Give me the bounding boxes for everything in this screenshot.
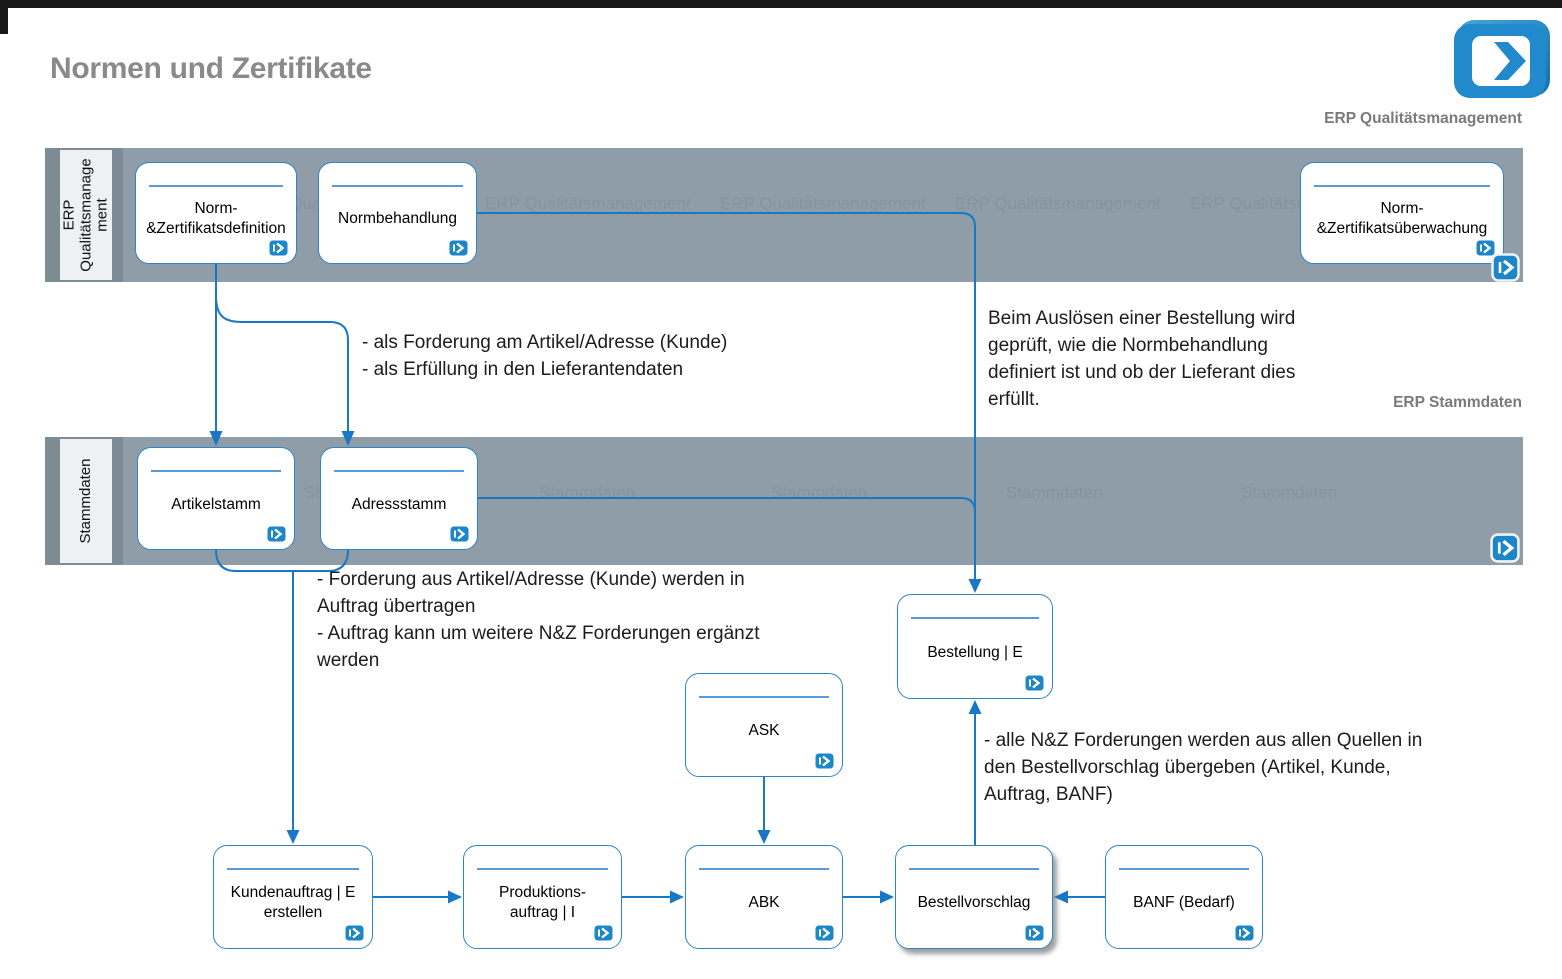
lane-label-erp-qualitaetsmanagement: ERP Qualitätsmanage ment (60, 158, 111, 272)
lane-forward-chevron-icon[interactable] (1490, 533, 1520, 563)
forward-chevron-icon[interactable] (449, 525, 470, 543)
lane-watermark: ERP Qualitätsmanagement (720, 194, 926, 213)
lane-watermark: ERP Qualitätsmanagement (485, 194, 691, 213)
note-bestellvorschlag-quellen: - alle N&Z Forderungen werden aus allen … (984, 730, 1423, 805)
forward-chevron-icon[interactable] (814, 752, 835, 770)
note-auftrag-uebertragung: - Forderung aus Artikel/Adresse (Kunde) … (317, 569, 760, 671)
node-adressstamm[interactable]: Adressstamm (320, 447, 478, 550)
lane-forward-chevron-icon[interactable] (1491, 253, 1520, 282)
app-logo-forward-chevron-icon (1454, 20, 1550, 98)
node-label: Norm-&Zertifikatsdefinition (146, 200, 286, 237)
forward-chevron-icon[interactable] (1024, 674, 1045, 692)
node-banf-bedarf[interactable]: BANF (Bedarf) (1105, 845, 1263, 949)
node-artikelstamm[interactable]: Artikelstamm (137, 447, 295, 550)
note-bestellung-pruefung: Beim Auslösen einer Bestellung wird gepr… (988, 308, 1296, 410)
top-border-bar (0, 0, 1562, 8)
lane-watermark: Stammdaten (771, 483, 868, 502)
node-label: Produktions-auftrag | I (498, 884, 586, 921)
node-label: Artikelstamm (171, 495, 261, 513)
node-produktionsauftrag[interactable]: Produktions-auftrag | I (463, 845, 622, 949)
node-label: ASK (748, 722, 780, 739)
forward-chevron-icon[interactable] (1234, 924, 1255, 942)
corner-label-erp-stammdaten: ERP Stammdaten (1393, 394, 1522, 411)
forward-chevron-icon[interactable] (1475, 239, 1496, 257)
node-bestellvorschlag[interactable]: Bestellvorschlag (895, 845, 1053, 949)
lane-label-cell: Stammdaten (60, 439, 112, 563)
node-label: BANF (Bedarf) (1133, 894, 1235, 911)
forward-chevron-icon[interactable] (266, 525, 287, 543)
lane-watermark: Stammdaten (1241, 483, 1338, 502)
lane-label-cell: ERP Qualitätsmanage ment (60, 150, 112, 280)
node-normbehandlung[interactable]: Normbehandlung (318, 162, 477, 264)
forward-chevron-icon[interactable] (593, 924, 614, 942)
lane-label-stammdaten: Stammdaten (76, 458, 94, 544)
forward-chevron-icon[interactable] (448, 239, 469, 257)
node-label: Adressstamm (351, 495, 447, 513)
node-label: Norm-&Zertifikatsüberwachung (1316, 200, 1488, 237)
left-border-bar (0, 0, 8, 34)
corner-label-erp-qualitaetsmanagement: ERP Qualitätsmanagement (1324, 110, 1522, 127)
lane-watermark: Stammdaten (1006, 483, 1103, 502)
forward-chevron-icon[interactable] (814, 924, 835, 942)
node-norm-zertifikatsdefinition[interactable]: Norm-&Zertifikatsdefinition (135, 162, 297, 264)
node-ask[interactable]: ASK (685, 673, 843, 777)
node-label: Bestellvorschlag (917, 894, 1031, 911)
node-bestellung[interactable]: Bestellung | E (897, 594, 1053, 699)
note-forderung-erfuellung: - als Forderung am Artikel/Adresse (Kund… (362, 332, 728, 380)
node-label: ABK (748, 894, 780, 911)
lane-watermark: Stammdaten (539, 483, 636, 502)
node-abk[interactable]: ABK (685, 845, 843, 949)
lane-watermark: ERP Qualitätsmanagement (955, 194, 1161, 213)
forward-chevron-icon[interactable] (1024, 924, 1045, 942)
forward-chevron-icon[interactable] (268, 239, 289, 257)
node-norm-zertifikatsueberwachung[interactable]: Norm-&Zertifikatsüberwachung (1300, 162, 1504, 264)
node-label: Normbehandlung (338, 210, 457, 227)
page-title: Normen und Zertifikate (50, 52, 372, 85)
forward-chevron-icon[interactable] (344, 924, 365, 942)
node-label: Bestellung | E (927, 643, 1023, 661)
